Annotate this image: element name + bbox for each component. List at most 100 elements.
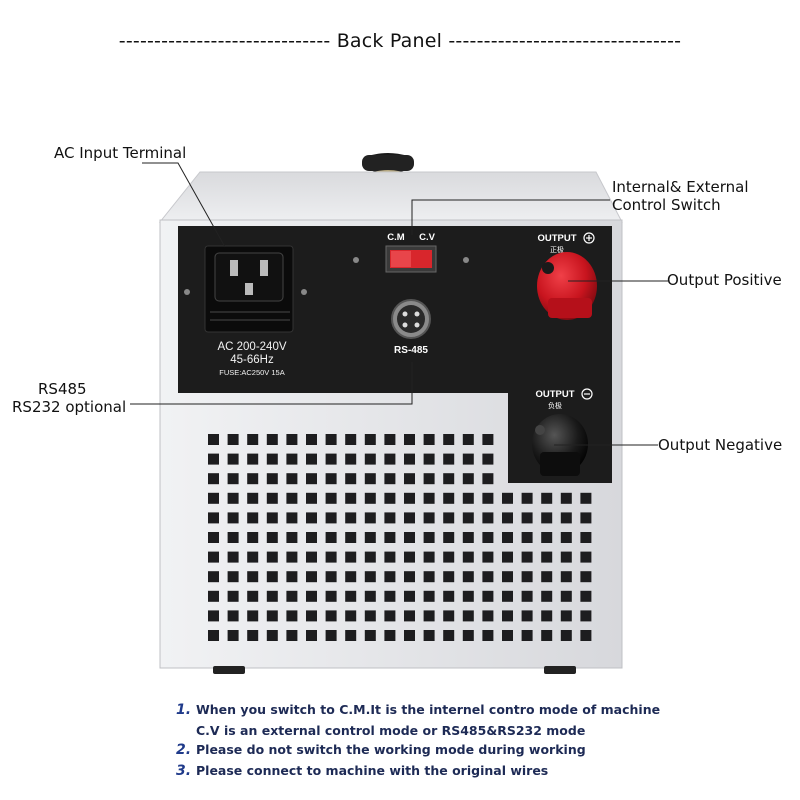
vent-hole [443,453,455,465]
callout-rs232: RS232 optional [12,398,127,416]
vent-hole [443,610,455,622]
ac-inlet [204,245,294,333]
vent-hole [286,610,298,622]
vent-hole [580,610,592,622]
vent-hole [227,492,239,504]
vent-hole [364,551,376,563]
note-text: Please do not switch the working mode du… [196,742,586,757]
vent-hole [286,532,298,543]
vent-hole [306,630,317,641]
vent-hole [404,551,415,563]
vent-hole [443,473,455,485]
vent-hole [462,551,474,563]
vent-hole [286,473,298,485]
output-positive-label: OUTPUT [537,233,576,244]
callout-switch-line1: Internal& External [612,178,749,196]
vent-hole [266,473,278,485]
vent-hole [482,630,494,641]
vent-hole [286,434,298,445]
vent-hole [364,453,376,465]
vent-hole [462,590,474,602]
vent-hole [482,590,494,602]
vent-hole [423,532,435,543]
vent-hole [482,532,494,543]
vent-hole [521,532,533,543]
note-text: When you switch to C.M.It is the interne… [196,702,661,717]
vent-hole [208,492,219,504]
vent-hole [541,571,553,583]
vent-hole [266,590,278,602]
vent-hole [482,473,494,485]
vent-hole [404,571,415,583]
note-item: 3.Please connect to machine with the ori… [176,761,660,782]
vent-hole [286,512,298,524]
vent-hole [580,492,592,504]
vent-hole [423,571,435,583]
vent-hole [208,610,219,622]
vent-hole [443,571,455,583]
vent-hole [404,434,415,445]
vent-hole [521,610,533,622]
vent-hole [325,434,337,445]
vent-hole [325,630,337,641]
vent-hole [462,630,474,641]
mode-switch [385,245,437,273]
callout-output-negative: Output Negative [658,436,783,454]
note-number: 3. [176,762,192,779]
vent-hole [541,551,553,563]
vent-hole [502,610,513,622]
vent-hole [208,512,219,524]
vent-hole [227,532,239,543]
vent-hole [541,630,553,641]
vent-hole [266,453,278,465]
vent-hole [306,434,317,445]
vent-hole [560,492,572,504]
vent-hole [384,551,396,563]
vent-hole [560,571,572,583]
vent-hole [247,453,259,465]
cm-label: C.M [387,232,405,243]
vent-hole [502,630,513,641]
vent-hole [364,590,376,602]
vent-hole [208,453,219,465]
vent-hole [286,453,298,465]
note-item: 1.When you switch to C.M.It is the inter… [176,700,660,721]
callout-rs485: RS485 [38,380,87,398]
vent-hole [345,532,357,543]
vent-hole [462,532,474,543]
vent-hole [247,473,259,485]
vent-hole [423,551,435,563]
vent-hole [345,453,357,465]
vent-hole [404,453,415,465]
vent-hole [306,571,317,583]
vent-hole [462,492,474,504]
vent-hole [227,590,239,602]
callout-switch-line2: Control Switch [612,196,721,214]
vent-hole [423,434,435,445]
ac-frequency-label: 45-66Hz [230,354,274,366]
vent-hole [560,590,572,602]
vent-hole [521,551,533,563]
vent-hole [208,551,219,563]
vent-hole [482,551,494,563]
vent-hole [325,571,337,583]
vent-hole [423,492,435,504]
vent-hole [521,571,533,583]
vent-hole [227,512,239,524]
rs485-port-label: RS-485 [394,345,428,356]
vent-hole [502,532,513,543]
vent-hole [227,551,239,563]
vent-hole [286,551,298,563]
vent-hole [364,473,376,485]
ac-voltage-label: AC 200-240V [217,341,286,353]
vent-hole [443,492,455,504]
vent-hole [286,590,298,602]
vent-hole [306,512,317,524]
vent-hole [227,630,239,641]
vent-hole [521,630,533,641]
vent-hole [423,453,435,465]
vent-hole [364,610,376,622]
cv-label: C.V [419,232,436,243]
vent-hole [462,453,474,465]
vent-hole [266,610,278,622]
